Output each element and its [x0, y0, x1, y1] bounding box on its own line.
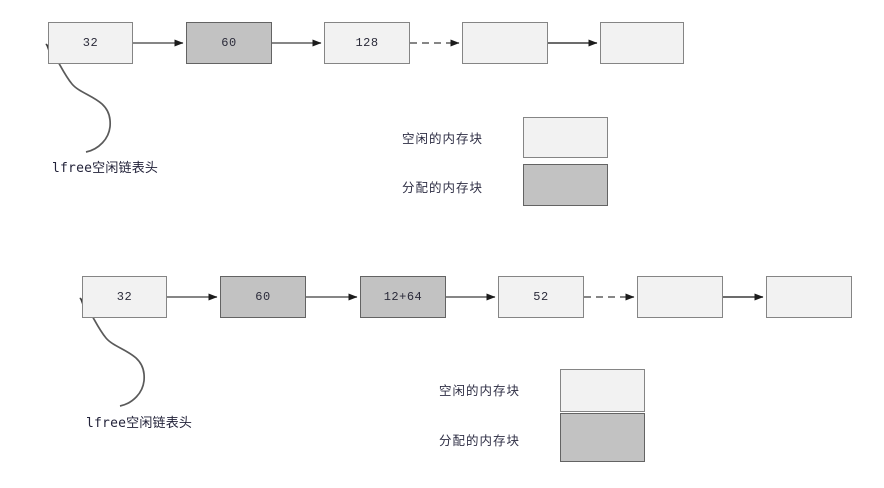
memory-block-bottom-6[interactable]: [766, 276, 852, 318]
legend-swatch-bottom-free: [560, 369, 645, 412]
legend-label-bottom-free: 空闲的内存块: [439, 383, 521, 398]
legend-label-bottom-alloc: 分配的内存块: [439, 433, 521, 448]
memory-block-bottom-1[interactable]: 32: [82, 276, 167, 318]
memory-block-top-1[interactable]: 32: [48, 22, 133, 64]
memory-block-bottom-3[interactable]: 12+64: [360, 276, 446, 318]
legend-label-top-alloc: 分配的内存块: [402, 180, 484, 195]
memory-block-top-4[interactable]: [462, 22, 548, 64]
memory-block-bottom-5[interactable]: [637, 276, 723, 318]
memory-block-top-5[interactable]: [600, 22, 684, 64]
memory-block-top-3[interactable]: 128: [324, 22, 410, 64]
legend-swatch-bottom-alloc: [560, 413, 645, 462]
legend-swatch-top-alloc: [523, 164, 608, 206]
head-label-bottom: lfree空闲链表头: [86, 416, 193, 431]
legend-label-top-free: 空闲的内存块: [402, 131, 484, 146]
memory-block-bottom-4[interactable]: 52: [498, 276, 584, 318]
legend-swatch-top-free: [523, 117, 608, 158]
memory-block-top-2[interactable]: 60: [186, 22, 272, 64]
memory-block-bottom-2[interactable]: 60: [220, 276, 306, 318]
head-label-top: lfree空闲链表头: [52, 161, 159, 176]
